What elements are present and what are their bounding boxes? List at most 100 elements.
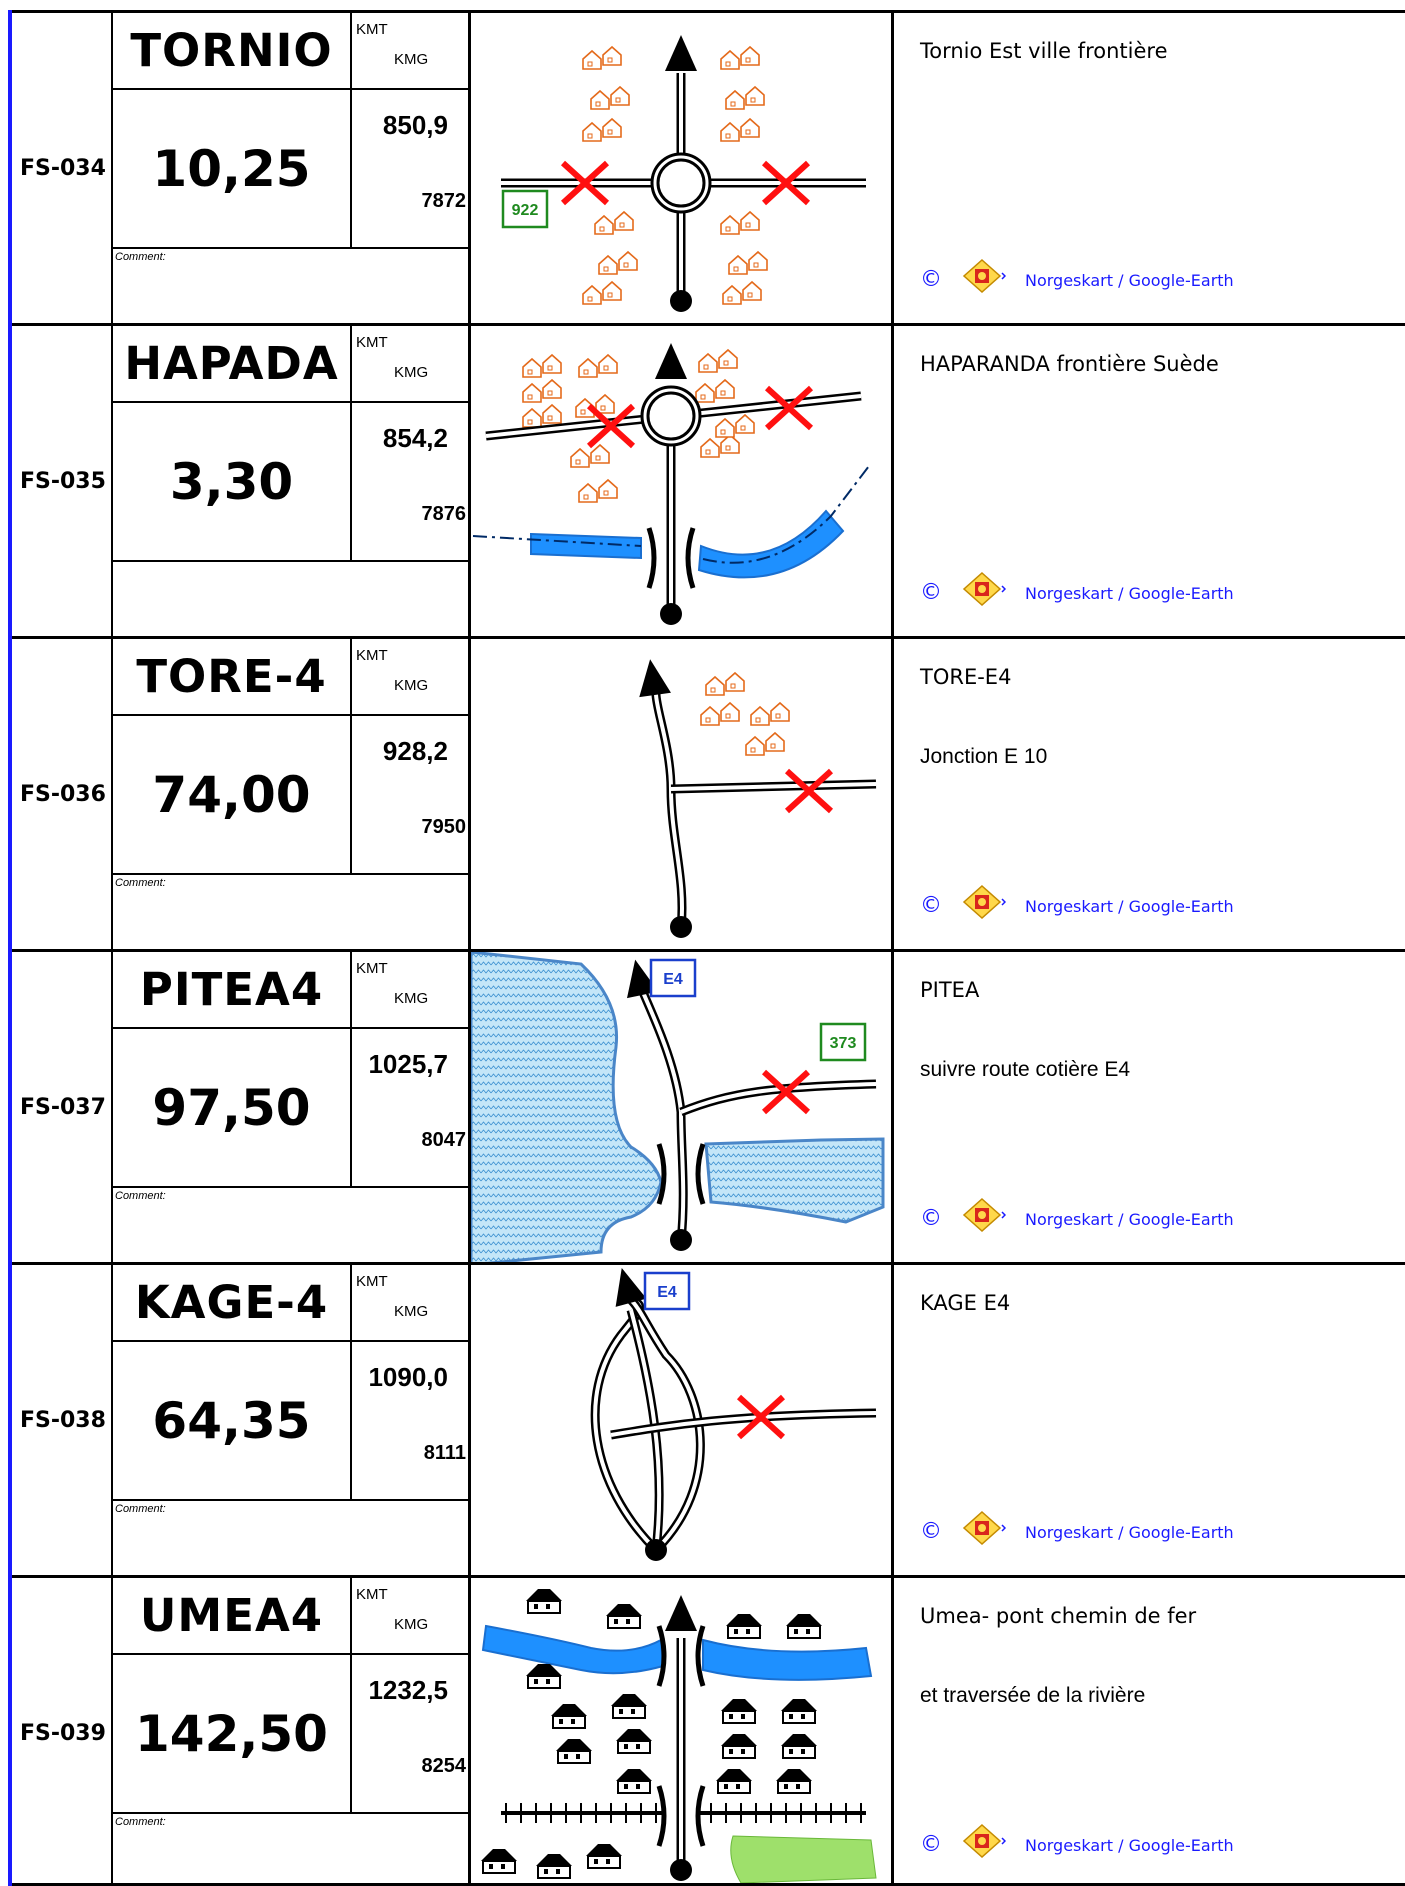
comment-box (113, 560, 468, 639)
house-icon (740, 117, 760, 138)
cumulative-distances: 854,2 7876 (350, 403, 468, 560)
house-icon (735, 413, 755, 434)
waypoint-id-text: FS-035 (20, 468, 106, 494)
house-icon (542, 403, 562, 424)
house-icon (776, 1769, 812, 1794)
house-icon (582, 121, 602, 142)
note-line-1: TORE-E4 (920, 665, 1012, 689)
map-credit: © Norgeskart / Google-Earth (920, 1510, 1340, 1547)
no-entry-cross-icon (761, 1069, 811, 1115)
house-icon (765, 731, 785, 752)
map-credit: © Norgeskart / Google-Earth (920, 884, 1340, 921)
kmt-value: 854,2 (382, 423, 448, 453)
map-credit: © Norgeskart / Google-Earth (920, 1823, 1340, 1860)
note-line-1: HAPARANDA frontière Suède (920, 352, 1219, 376)
house-icon (614, 210, 634, 231)
waypoint-id-text: FS-039 (20, 1720, 106, 1746)
partial-distance: 74,00 (152, 765, 311, 824)
river (481, 1624, 665, 1675)
house-icon (611, 1694, 647, 1719)
waypoint-name: HAPADA (113, 326, 350, 403)
copyright-symbol: © (920, 267, 942, 292)
waypoint-id: FS-035 (12, 326, 113, 636)
kmt-value: 928,2 (382, 736, 448, 766)
house-icon (602, 45, 622, 66)
route-diagram-svg: E4 373 (471, 952, 885, 1262)
house-icon (698, 352, 718, 373)
house-icon (616, 1769, 652, 1794)
svg-text:922: 922 (512, 202, 539, 219)
house-icon (781, 1734, 817, 1759)
route-note: Tornio Est ville frontière © Norgeskart … (894, 13, 1405, 323)
house-icon (700, 437, 720, 458)
border-line (472, 465, 870, 564)
house-icon (721, 1699, 757, 1724)
partial-distance: 64,35 (152, 1391, 311, 1450)
house-icon (582, 49, 602, 70)
kmg-value: 8254 (421, 1755, 467, 1777)
house-icon (725, 671, 745, 692)
road-center (680, 1082, 877, 1114)
house-icon (542, 378, 562, 399)
note-line-1: KAGE E4 (920, 1291, 1011, 1315)
waypoint-id: FS-037 (12, 952, 113, 1262)
waypoint-name: TORNIO (113, 13, 350, 90)
roadbook-row: FS-039 UMEA4 KMT KMG 142,50 1232,5 8254 … (12, 1575, 1405, 1886)
kmg-value: 8047 (421, 1129, 467, 1151)
railway-ties (505, 1803, 862, 1823)
cumulative-distances: 1232,5 8254 (350, 1655, 468, 1812)
comment-label: Comment: (115, 1503, 166, 1515)
no-entry-cross-icon (736, 1394, 786, 1440)
kmt-value: 1090,0 (368, 1362, 448, 1392)
note-line-1: PITEA (920, 978, 980, 1002)
comment-label: Comment: (115, 251, 166, 263)
house-icon (718, 348, 738, 369)
comment-label: Comment: (115, 1190, 166, 1202)
house-icon (602, 117, 622, 138)
svg-text:373: 373 (830, 1035, 857, 1052)
comment-label: Comment: (115, 877, 166, 889)
no-entry-cross-icon (784, 768, 834, 814)
no-entry-cross-icon (560, 160, 610, 206)
route-diagram: E4 373 (468, 952, 894, 1262)
route-diagram: E4 (468, 1265, 894, 1575)
waypoint-name: UMEA4 (113, 1578, 350, 1655)
cumulative-distances: 850,9 7872 (350, 90, 468, 247)
note-line-2: Jonction E 10 (920, 745, 1048, 768)
kmt-label: KMT (356, 1586, 388, 1603)
house-icon (695, 382, 715, 403)
house-icon (606, 1604, 642, 1629)
waypoint-name: KAGE-4 (113, 1265, 350, 1342)
direction-arrow-icon (655, 343, 687, 379)
kmt-label: KMT (356, 960, 388, 977)
unit-labels: KMT KMG (350, 13, 468, 90)
route-diagram (468, 1578, 894, 1886)
copyright-symbol: © (920, 580, 942, 605)
park (730, 1835, 877, 1884)
left-margin-line (8, 10, 12, 1886)
club-logo-icon (962, 1823, 1007, 1863)
house-icon (781, 1699, 817, 1724)
note-line-1: Umea- pont chemin de fer (920, 1604, 1197, 1628)
house-icon (590, 89, 610, 110)
river (530, 532, 642, 560)
house-icon (705, 675, 725, 696)
waypoint-id-text: FS-034 (20, 155, 106, 181)
river (704, 1137, 885, 1224)
kmg-label: KMG (394, 51, 429, 68)
copyright-symbol: © (920, 893, 942, 918)
route-diagram (468, 639, 894, 949)
svg-text:E4: E4 (663, 971, 683, 988)
house-icon (551, 1704, 587, 1729)
no-entry-cross-icon (586, 403, 636, 449)
house-icon (590, 443, 610, 464)
waypoint-name: TORE-4 (113, 639, 350, 716)
house-icon (586, 1844, 622, 1869)
house-icon (786, 1614, 822, 1639)
route-number-sign: E4 (643, 1271, 691, 1311)
house-icon (721, 1734, 757, 1759)
club-logo-icon (962, 571, 1007, 611)
no-entry-cross-icon (761, 160, 811, 206)
house-icon (598, 478, 618, 499)
waypoint-id-text: FS-036 (20, 781, 106, 807)
